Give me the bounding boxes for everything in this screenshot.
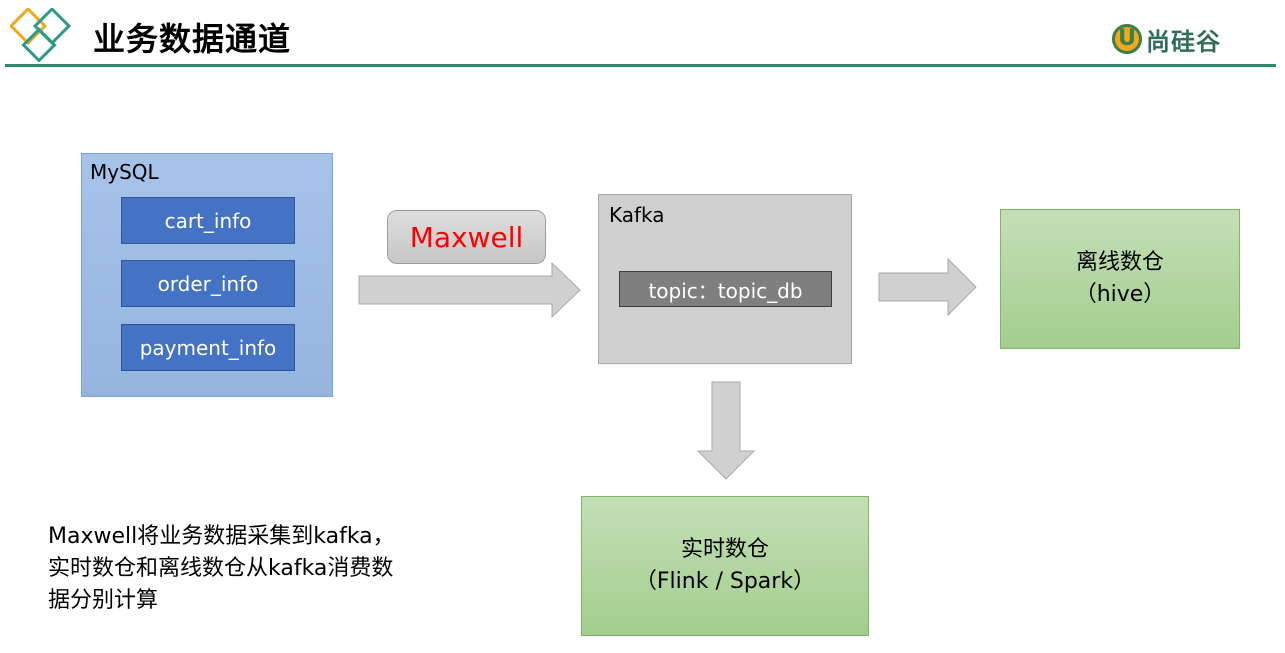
arrow-right-icon [878, 257, 977, 317]
brand-logo: U 尚硅谷 [1112, 20, 1221, 58]
arrow-down-icon [696, 381, 756, 480]
realtime-warehouse-tech: （Flink / Spark） [634, 569, 816, 594]
logo-diamonds-icon [10, 8, 72, 63]
mysql-label: MySQL [90, 160, 159, 184]
topic-box: topic：topic_db [619, 271, 832, 307]
note-line: 据分别计算 [48, 588, 159, 613]
kafka-label: Kafka [609, 203, 665, 227]
note-line: Maxwell将业务数据采集到kafka， [48, 524, 395, 549]
note-line: 实时数仓和离线数仓从kafka消费数 [48, 556, 394, 581]
realtime-warehouse-box: 实时数仓 （Flink / Spark） [581, 496, 869, 636]
offline-warehouse-box: 离线数仓 （hive） [1000, 209, 1240, 349]
realtime-warehouse-title: 实时数仓 [680, 537, 769, 562]
description-note: Maxwell将业务数据采集到kafka， 实时数仓和离线数仓从kafka消费数… [48, 521, 468, 617]
maxwell-badge: Maxwell [387, 210, 546, 264]
table-cart-info: cart_info [121, 197, 295, 244]
brand-name: 尚硅谷 [1146, 27, 1221, 56]
page-title: 业务数据通道 [93, 20, 292, 58]
table-payment-info: payment_info [121, 324, 295, 371]
offline-warehouse-title: 离线数仓 [1075, 250, 1164, 275]
arrow-right-icon [358, 261, 581, 319]
header-divider [5, 64, 1276, 67]
table-order-info: order_info [121, 260, 295, 307]
offline-warehouse-tech: （hive） [1074, 282, 1166, 307]
brand-mark-icon: U [1112, 24, 1142, 54]
